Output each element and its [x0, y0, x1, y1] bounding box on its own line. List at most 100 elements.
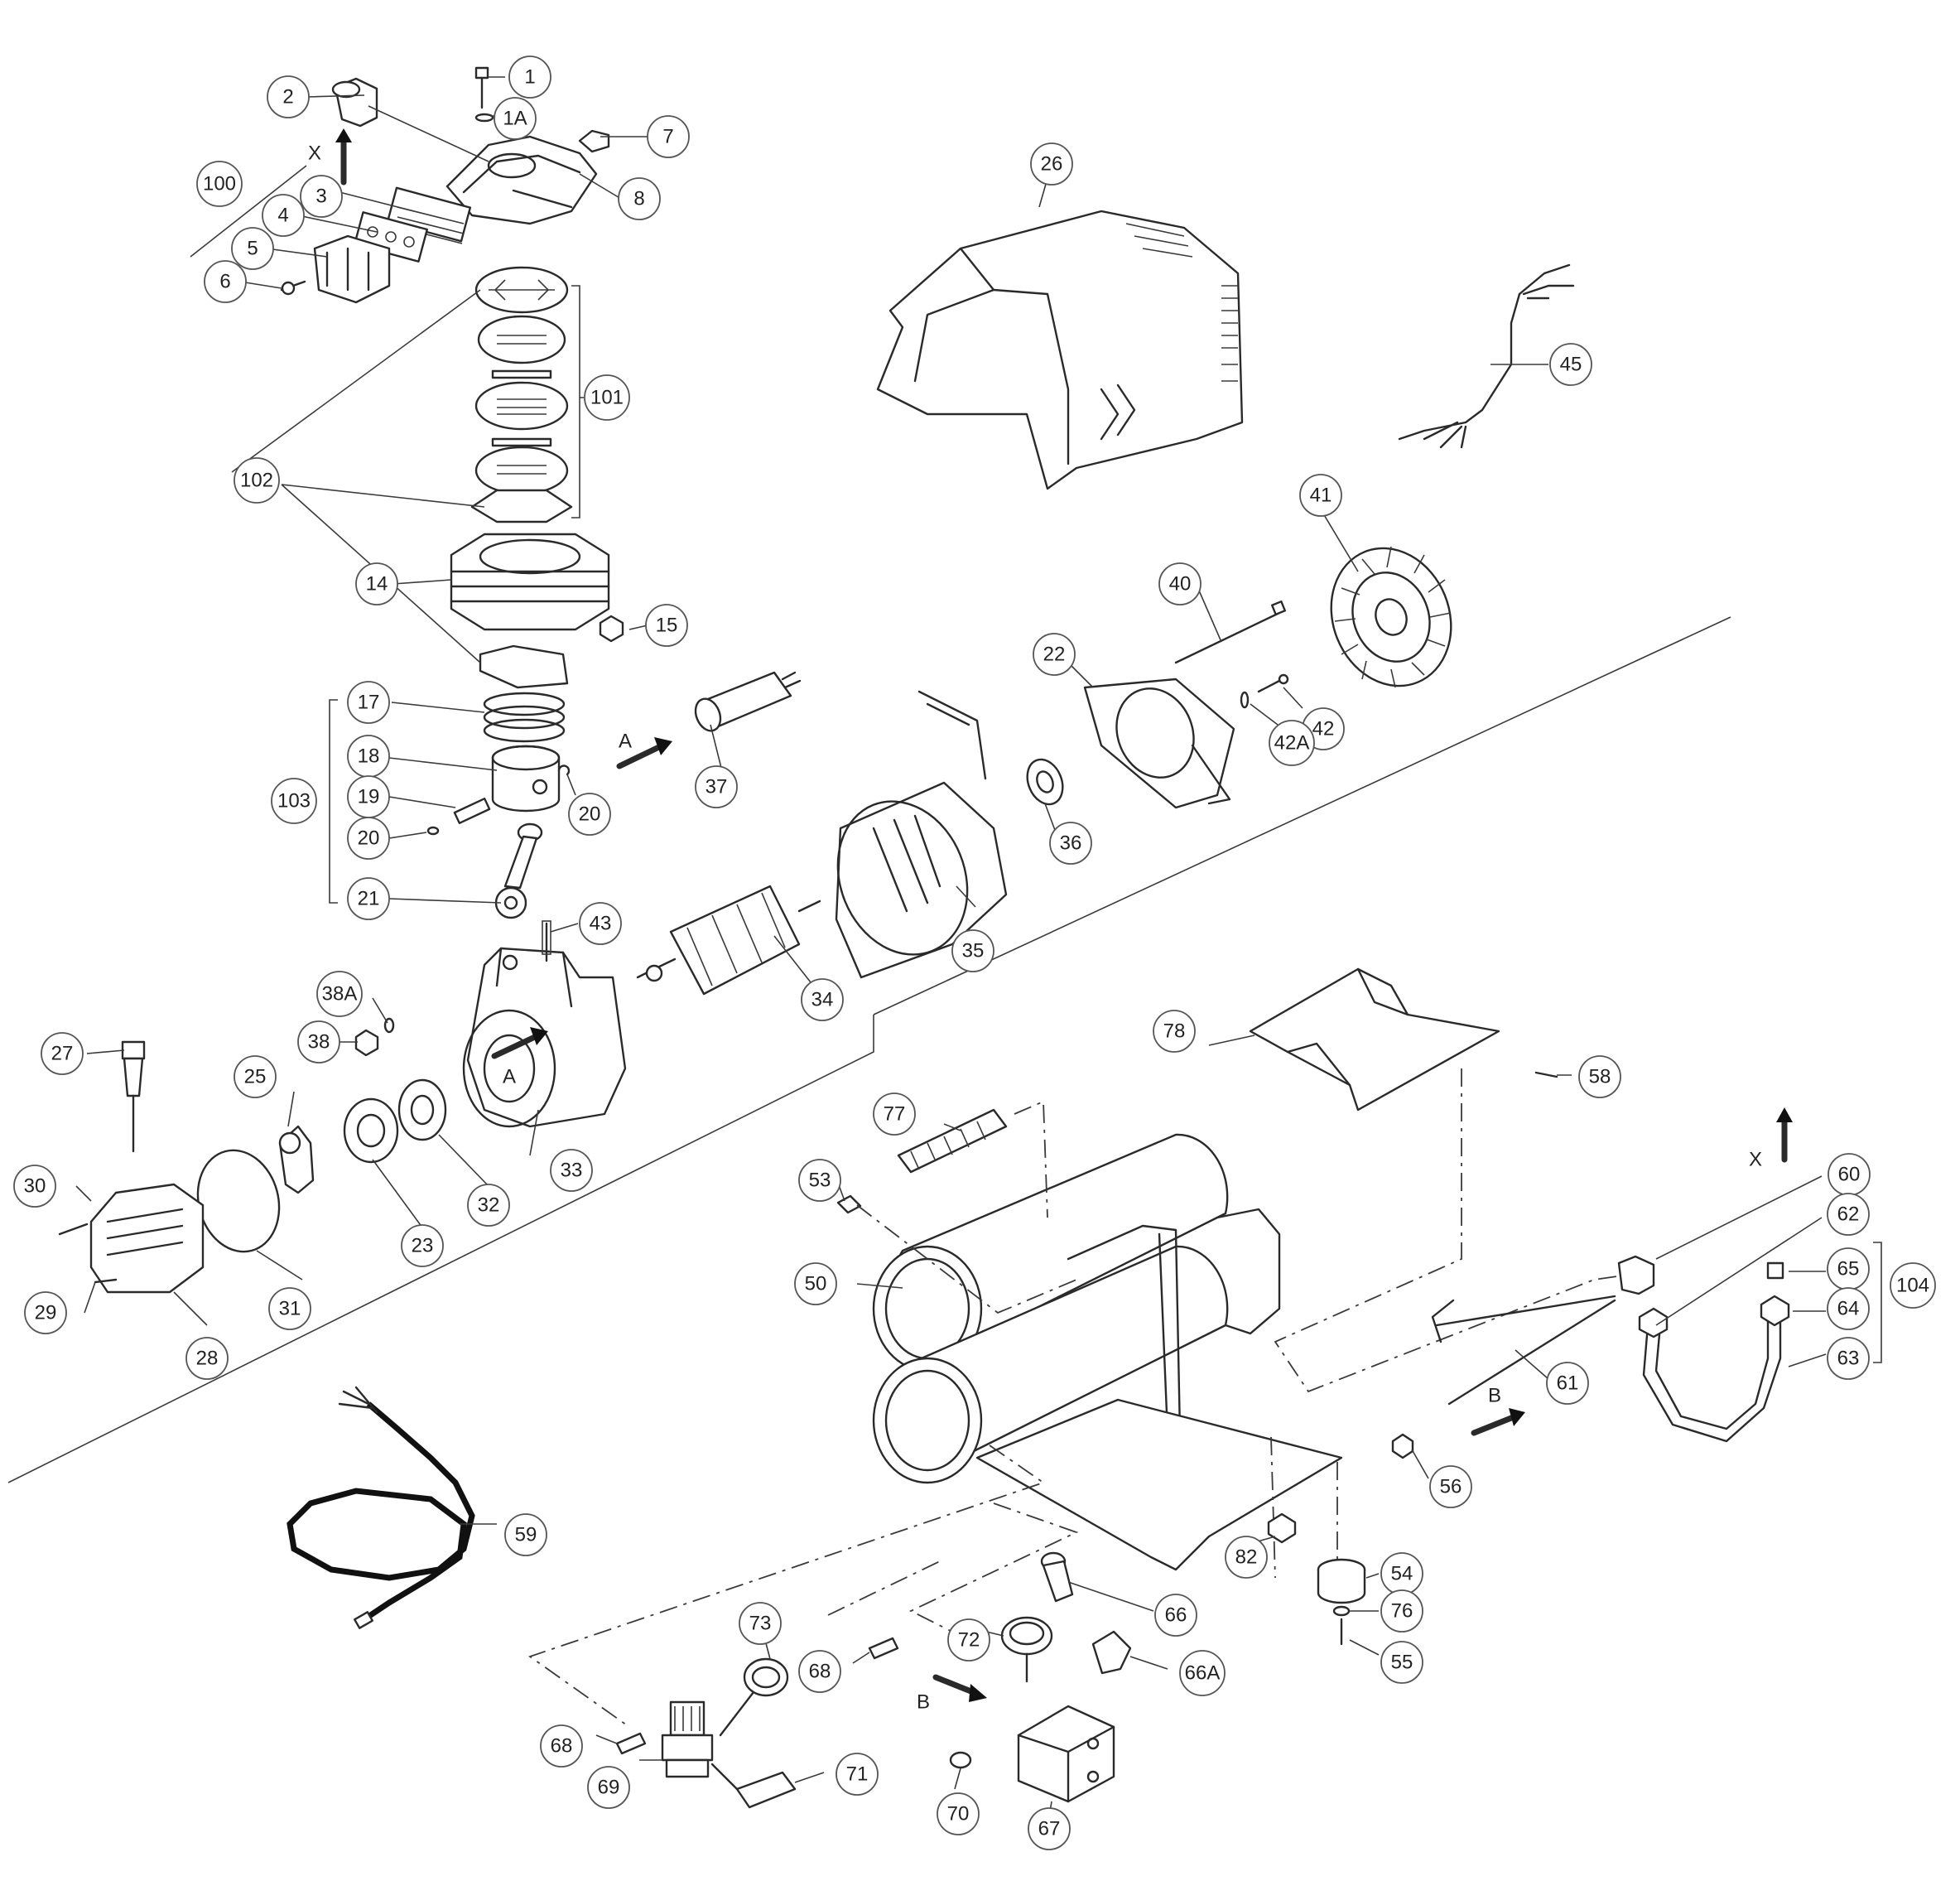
elbow-66a-part — [1091, 1630, 1132, 1675]
callout-29: 29 — [24, 1291, 67, 1334]
callout-circle — [262, 194, 305, 237]
callout-circle — [204, 260, 247, 303]
callout-label: 68 — [809, 1661, 831, 1683]
callout-circle — [347, 817, 390, 860]
callout-68a: 68 — [798, 1650, 841, 1693]
cylinder-head-group — [280, 66, 624, 919]
callout-label: 37 — [706, 776, 728, 798]
callout-33: 33 — [550, 1149, 593, 1192]
elbow-fitting-part — [331, 77, 378, 128]
callout-label: 71 — [846, 1763, 869, 1786]
callout-32: 32 — [467, 1184, 510, 1227]
callout-label: 8 — [633, 188, 644, 210]
callout-15: 15 — [645, 604, 688, 647]
callout-circle — [1827, 1193, 1870, 1236]
hose-63-part — [1638, 1261, 1790, 1443]
callout-circle — [739, 1602, 782, 1645]
end-bell-part — [1083, 678, 1235, 809]
callout-label: 5 — [247, 238, 258, 260]
callout-label: 58 — [1589, 1066, 1611, 1088]
callout-circle — [618, 177, 661, 220]
callout-circle — [1578, 1055, 1621, 1098]
callout-label: 20 — [358, 827, 380, 850]
callout-label: 4 — [277, 205, 288, 227]
safety-valve-part — [1040, 1551, 1074, 1603]
callout-label: 64 — [1837, 1298, 1860, 1320]
callout-circle — [540, 1724, 583, 1768]
callout-4: 4 — [262, 194, 305, 237]
view-letter-a: A — [619, 731, 632, 753]
callout-21: 21 — [347, 877, 390, 920]
plug-70-part — [949, 1751, 972, 1769]
callout-label: 31 — [279, 1298, 301, 1320]
callout-label: 14 — [366, 573, 388, 596]
callout-label: 21 — [358, 888, 380, 910]
callout-label: 35 — [962, 940, 985, 962]
callout-circle — [268, 1287, 311, 1330]
callout-label: 27 — [51, 1043, 74, 1065]
callout-label: 55 — [1391, 1652, 1413, 1674]
callout-label: 101 — [590, 387, 624, 409]
leader-lines — [75, 76, 1827, 1827]
wire-harness-part — [1398, 263, 1575, 449]
callout-14: 14 — [355, 562, 398, 605]
connecting-rod-part — [494, 822, 543, 919]
callout-label: 102 — [240, 470, 273, 492]
callout-28: 28 — [185, 1337, 229, 1380]
callout-label: 103 — [277, 790, 311, 813]
callout-circle — [1158, 562, 1202, 605]
elbow-60-part — [1617, 1255, 1655, 1295]
callout-circle — [41, 1032, 84, 1075]
screw-42-part — [1240, 673, 1289, 709]
callout-circle — [1827, 1287, 1870, 1330]
piston-part — [491, 745, 561, 813]
callout-circle — [347, 877, 390, 920]
callout-circle — [24, 1291, 67, 1334]
callout-68b: 68 — [540, 1724, 583, 1768]
tank-tube-part — [1067, 1224, 1182, 1435]
callout-45: 45 — [1549, 343, 1592, 386]
callout-label: 20 — [579, 803, 601, 826]
shroud-part — [876, 210, 1244, 490]
callout-8: 8 — [618, 177, 661, 220]
callout-circle — [1179, 1650, 1226, 1696]
callout-circle — [267, 75, 310, 118]
nut-82-part — [1267, 1512, 1297, 1544]
callout-label: 38A — [322, 983, 358, 1006]
bearing-36-part — [1026, 758, 1064, 806]
callout-circle — [347, 681, 390, 724]
callout-circle — [1429, 1465, 1472, 1508]
section-divider-lines — [7, 616, 1731, 1483]
callout-circle — [1028, 1807, 1071, 1850]
callout-circle — [550, 1149, 593, 1192]
callout-72: 72 — [947, 1618, 990, 1662]
pipe-61-part — [1431, 1295, 1616, 1343]
callout-label: 66 — [1165, 1604, 1187, 1627]
capacitor-part — [694, 671, 802, 732]
callout-label: 100 — [203, 173, 236, 195]
callout-circle — [1030, 142, 1073, 186]
view-letter-x2: X — [1749, 1149, 1762, 1171]
stator-part — [835, 690, 1008, 979]
seal-32-part — [397, 1078, 447, 1141]
callout-circle — [1549, 343, 1592, 386]
callout-61: 61 — [1546, 1362, 1589, 1405]
callout-label: 67 — [1038, 1818, 1061, 1840]
screw-58-part — [1534, 1071, 1558, 1078]
callout-30: 30 — [13, 1165, 56, 1208]
callout-circle — [508, 55, 551, 99]
callout-circle — [645, 604, 688, 647]
callout-38a: 38A — [316, 971, 363, 1017]
callout-circle — [196, 161, 243, 207]
callout-42a: 42A — [1269, 720, 1315, 766]
callout-23: 23 — [401, 1224, 444, 1267]
callout-label: 38 — [308, 1031, 330, 1054]
callout-circle — [937, 1792, 980, 1835]
view-letter-b2: B — [917, 1691, 930, 1714]
callout-label: 45 — [1560, 354, 1582, 376]
callout-label: 32 — [478, 1194, 500, 1217]
callout-circle — [584, 374, 630, 421]
callout-66a: 66A — [1179, 1650, 1226, 1696]
gauge-73-part — [719, 1657, 789, 1737]
callout-69: 69 — [587, 1766, 630, 1809]
